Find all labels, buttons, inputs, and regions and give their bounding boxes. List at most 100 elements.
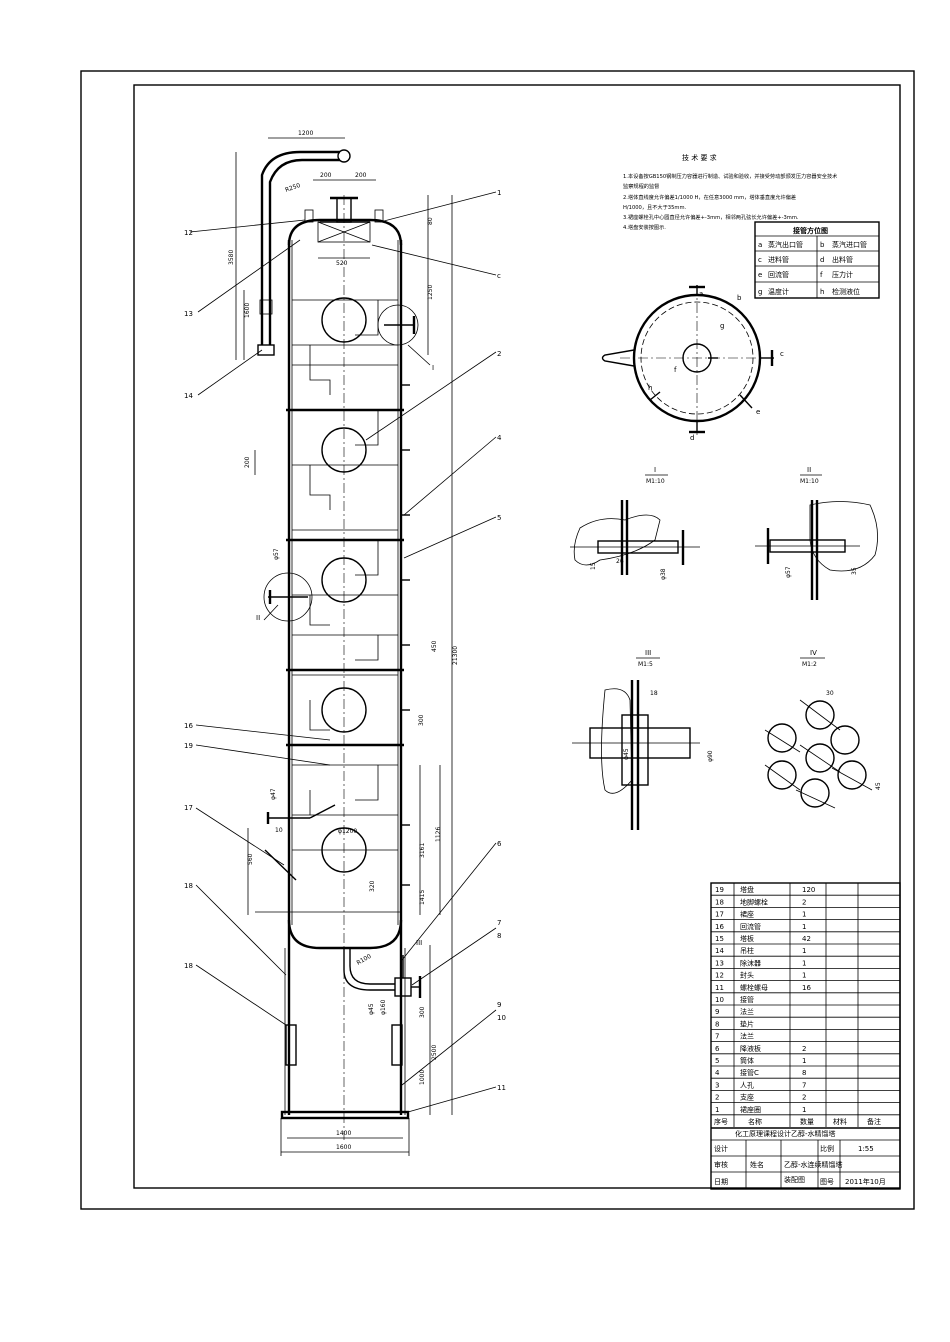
parts-cell-qty: 1 bbox=[802, 947, 806, 955]
svg-text:检测液位: 检测液位 bbox=[832, 287, 860, 296]
svg-text:φ1200: φ1200 bbox=[338, 828, 357, 835]
svg-text:450: 450 bbox=[431, 640, 438, 652]
parts-cell-name: 除沫器 bbox=[740, 958, 761, 967]
parts-cell-qty: 1 bbox=[802, 1106, 806, 1114]
detail-view-i: I M1:10 15 26 φ38 bbox=[570, 466, 700, 580]
detail-view-iv: IV M1:2 30 45 bbox=[764, 649, 882, 809]
detail-view-ii: II M1:10 φ57 35 bbox=[755, 466, 878, 600]
svg-text:1: 1 bbox=[497, 189, 501, 197]
svg-text:80: 80 bbox=[427, 217, 434, 225]
svg-text:I: I bbox=[432, 364, 434, 372]
svg-text:I: I bbox=[654, 466, 656, 474]
svg-text:进料管: 进料管 bbox=[768, 255, 789, 264]
leader-lines bbox=[189, 191, 497, 1113]
svg-text:M1:5: M1:5 bbox=[638, 661, 653, 668]
distillation-column bbox=[257, 149, 422, 1140]
svg-text:d: d bbox=[690, 434, 694, 442]
parts-cell-name: 回流管 bbox=[740, 922, 761, 931]
svg-text:e: e bbox=[756, 408, 760, 416]
svg-text:3161: 3161 bbox=[419, 843, 426, 858]
svg-text:8: 8 bbox=[497, 932, 501, 940]
svg-text:c: c bbox=[758, 256, 762, 264]
inner-frame bbox=[133, 84, 901, 1189]
svg-text:化工原理课程设计乙醇-水精馏塔: 化工原理课程设计乙醇-水精馏塔 bbox=[735, 1129, 836, 1138]
svg-text:φ160: φ160 bbox=[380, 999, 387, 1015]
svg-text:3580: 3580 bbox=[228, 250, 235, 265]
svg-text:出料管: 出料管 bbox=[832, 255, 853, 264]
svg-text:φ45: φ45 bbox=[368, 1003, 375, 1015]
parts-cell-no: 1 bbox=[715, 1106, 719, 1114]
svg-text:备注: 备注 bbox=[867, 1117, 881, 1126]
parts-cell-qty: 1 bbox=[802, 959, 806, 967]
svg-text:200: 200 bbox=[244, 456, 251, 468]
svg-text:序号: 序号 bbox=[714, 1117, 728, 1126]
svg-text:e: e bbox=[758, 271, 762, 279]
svg-text:φ57: φ57 bbox=[273, 548, 280, 560]
svg-text:21300: 21300 bbox=[452, 646, 459, 665]
svg-text:18: 18 bbox=[184, 882, 193, 890]
svg-text:乙醇-水连续精馏塔: 乙醇-水连续精馏塔 bbox=[784, 1160, 843, 1169]
svg-text:2: 2 bbox=[497, 350, 501, 358]
svg-text:2011年10月: 2011年10月 bbox=[845, 1177, 886, 1186]
svg-text:f: f bbox=[674, 366, 677, 374]
svg-text:b: b bbox=[820, 241, 825, 249]
svg-text:10: 10 bbox=[275, 827, 283, 834]
svg-text:17: 17 bbox=[184, 804, 193, 812]
svg-text:c: c bbox=[780, 350, 784, 358]
svg-text:4.塔盘安装按图示.: 4.塔盘安装按图示. bbox=[623, 223, 666, 231]
svg-text:1.本设备按GB150钢制压力容器进行制造、试验和验收，并接: 1.本设备按GB150钢制压力容器进行制造、试验和验收，并接受劳动部颁发压力容器… bbox=[623, 172, 837, 180]
svg-text:13: 13 bbox=[184, 310, 193, 318]
svg-text:蒸汽出口管: 蒸汽出口管 bbox=[768, 240, 803, 249]
parts-cell-name: 接管 bbox=[740, 995, 754, 1004]
parts-cell-no: 13 bbox=[715, 959, 724, 967]
svg-text:7: 7 bbox=[497, 919, 501, 927]
svg-text:c: c bbox=[497, 272, 501, 280]
parts-cell-name: 塔盘 bbox=[740, 885, 754, 894]
svg-text:M1:2: M1:2 bbox=[802, 661, 817, 668]
svg-text:技 术 要 求: 技 术 要 求 bbox=[682, 153, 717, 162]
svg-text:图号: 图号 bbox=[820, 1178, 834, 1186]
parts-cell-no: 5 bbox=[715, 1057, 719, 1065]
parts-cell-name: 吊柱 bbox=[740, 946, 754, 955]
parts-cell-name: 地脚螺栓 bbox=[740, 897, 768, 906]
svg-text:11: 11 bbox=[497, 1084, 506, 1092]
parts-cell-qty: 2 bbox=[802, 898, 806, 906]
svg-text:f: f bbox=[820, 271, 823, 279]
svg-text:300: 300 bbox=[419, 1006, 426, 1018]
svg-text:M1:10: M1:10 bbox=[800, 478, 819, 485]
svg-text:名称: 名称 bbox=[748, 1117, 762, 1126]
svg-text:φ38: φ38 bbox=[660, 568, 667, 580]
parts-cell-qty: 1 bbox=[802, 923, 806, 931]
parts-cell-no: 4 bbox=[715, 1069, 720, 1077]
parts-cell-name: 法兰 bbox=[740, 1032, 754, 1041]
nozzle-table: 接管方位图 a 蒸汽出口管 b 蒸汽进口管 c 进料管 d 出料管 e 回流管 … bbox=[754, 221, 880, 299]
parts-cell-name: 筒体 bbox=[740, 1056, 754, 1065]
svg-text:压力计: 压力计 bbox=[832, 270, 853, 279]
parts-cell-name: 人孔 bbox=[740, 1081, 754, 1089]
svg-text:18: 18 bbox=[184, 962, 193, 970]
svg-text:R250: R250 bbox=[284, 182, 301, 194]
parts-cell-no: 15 bbox=[715, 935, 724, 943]
parts-cell-name: 垫片 bbox=[740, 1019, 754, 1028]
svg-text:560: 560 bbox=[247, 853, 254, 865]
parts-cell-name: 裙座 bbox=[740, 910, 754, 919]
parts-cell-name: 支座 bbox=[740, 1093, 754, 1102]
parts-cell-qty: 7 bbox=[802, 1081, 806, 1089]
parts-cell-qty: 2 bbox=[802, 1045, 806, 1053]
svg-text:6: 6 bbox=[497, 840, 502, 848]
svg-text:19: 19 bbox=[184, 742, 193, 750]
svg-text:1126: 1126 bbox=[435, 827, 442, 842]
parts-cell-no: 6 bbox=[715, 1045, 720, 1053]
svg-text:30: 30 bbox=[826, 690, 834, 697]
parts-cell-no: 3 bbox=[715, 1081, 719, 1089]
svg-text:比例: 比例 bbox=[820, 1144, 834, 1153]
svg-text:III: III bbox=[645, 649, 651, 657]
svg-text:2.塔体直线度允许偏差1/1000 H，在任意3000 mm: 2.塔体直线度允许偏差1/1000 H，在任意3000 mm，塔体垂直度允许偏差 bbox=[623, 193, 796, 201]
parts-cell-no: 12 bbox=[715, 972, 724, 980]
svg-text:h: h bbox=[820, 288, 824, 296]
svg-text:300: 300 bbox=[418, 714, 425, 726]
svg-text:1200: 1200 bbox=[298, 130, 313, 137]
parts-cell-no: 9 bbox=[715, 1008, 719, 1016]
parts-cell-name: 法兰 bbox=[740, 1007, 754, 1016]
svg-text:材料: 材料 bbox=[833, 1117, 847, 1126]
